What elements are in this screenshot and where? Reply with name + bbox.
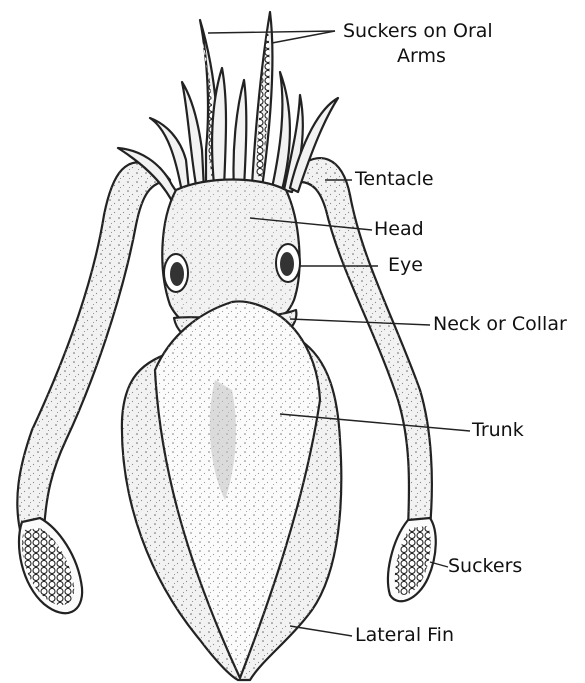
label-head: Head	[374, 219, 424, 240]
right-tentacle-club	[388, 518, 436, 601]
label-tentacle: Tentacle	[355, 169, 434, 190]
label-lateral-fin: Lateral Fin	[355, 625, 454, 646]
label-eye: Eye	[388, 255, 423, 276]
left-eye-icon	[164, 254, 188, 292]
label-suckers-on-oral-arms: Suckers on Oral	[343, 21, 493, 42]
label-trunk: Trunk	[472, 420, 524, 441]
right-eye-icon	[276, 244, 300, 282]
left-tentacle-club	[19, 518, 82, 613]
label-neck-or-collar: Neck or Collar	[433, 314, 567, 335]
label-suckers-on-oral-arms-line2: Arms	[397, 46, 446, 67]
label-suckers: Suckers	[448, 556, 522, 577]
